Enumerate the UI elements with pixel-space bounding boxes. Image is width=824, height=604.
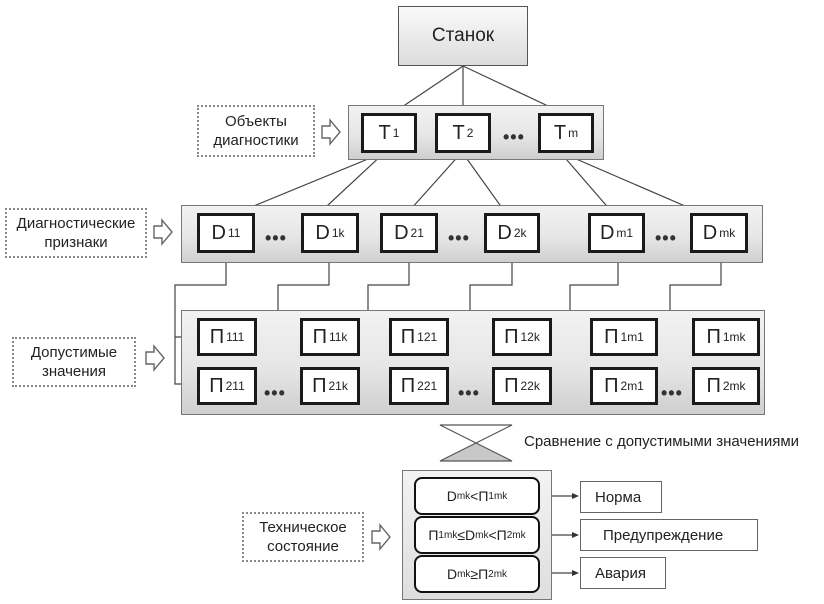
features-panel	[181, 205, 763, 263]
outcome-alarm: Авария	[580, 557, 666, 589]
outcome-norm: Норма	[580, 481, 662, 513]
label-line: состояние	[267, 538, 339, 555]
label-line: диагностики	[213, 132, 299, 149]
ellipsis: •••	[448, 228, 470, 248]
level-label-allowed: Допустимые значения	[12, 337, 136, 387]
arrowhead-icon	[572, 570, 579, 576]
root-node: Станок	[398, 6, 528, 66]
block-arrow-icon	[145, 344, 165, 372]
ellipsis: •••	[661, 383, 683, 403]
label-line: Допустимые	[30, 344, 118, 361]
level-label-state: Техническое состояние	[242, 512, 364, 562]
block-arrow-icon	[321, 118, 341, 146]
root-label: Станок	[431, 25, 495, 46]
label-line: Диагностические	[16, 215, 136, 232]
ellipsis: •••	[458, 383, 480, 403]
allowed-panel	[181, 310, 765, 415]
ellipsis: •••	[264, 383, 286, 403]
ellipsis: •••	[655, 228, 677, 248]
label-line: Техническое	[259, 519, 347, 536]
arrowhead-icon	[572, 532, 579, 538]
label-line: признаки	[44, 234, 108, 251]
label-line: значения	[41, 363, 107, 380]
arrowhead-icon	[572, 493, 579, 499]
ellipsis: •••	[265, 228, 287, 248]
block-arrow-icon	[371, 523, 391, 551]
block-arrow-icon	[153, 218, 173, 246]
level-label-features: Диагностические признаки	[5, 208, 147, 258]
label-line: Объекты	[225, 113, 287, 130]
arrow-icons	[145, 118, 391, 551]
outcome-warning: Предупреждение	[580, 519, 758, 551]
comparison-caption: Сравнение с допустимыми значениями	[524, 433, 800, 450]
level-label-objects: Объекты диагностики	[197, 105, 315, 157]
comparison-hourglass-icon	[439, 424, 513, 462]
ellipsis: •••	[503, 127, 525, 147]
